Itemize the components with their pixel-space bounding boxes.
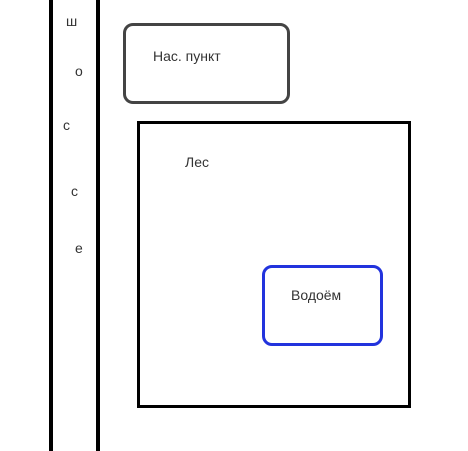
- road-label-letter-3: с: [63, 117, 70, 133]
- road-label-letter-5: е: [75, 240, 83, 256]
- road-edge-right: [96, 0, 100, 451]
- road-label-letter-4: с: [71, 183, 78, 199]
- water-label: Водоём: [291, 287, 342, 303]
- forest-box: Лес: [137, 121, 411, 408]
- road-edge-left: [49, 0, 53, 451]
- road-label-letter-2: о: [75, 63, 83, 79]
- forest-label: Лес: [185, 154, 209, 170]
- settlement-label: Нас. пункт: [153, 48, 221, 64]
- water-box: Водоём: [262, 265, 383, 346]
- settlement-box: Нас. пункт: [123, 23, 290, 104]
- road-label-letter-1: ш: [66, 13, 78, 29]
